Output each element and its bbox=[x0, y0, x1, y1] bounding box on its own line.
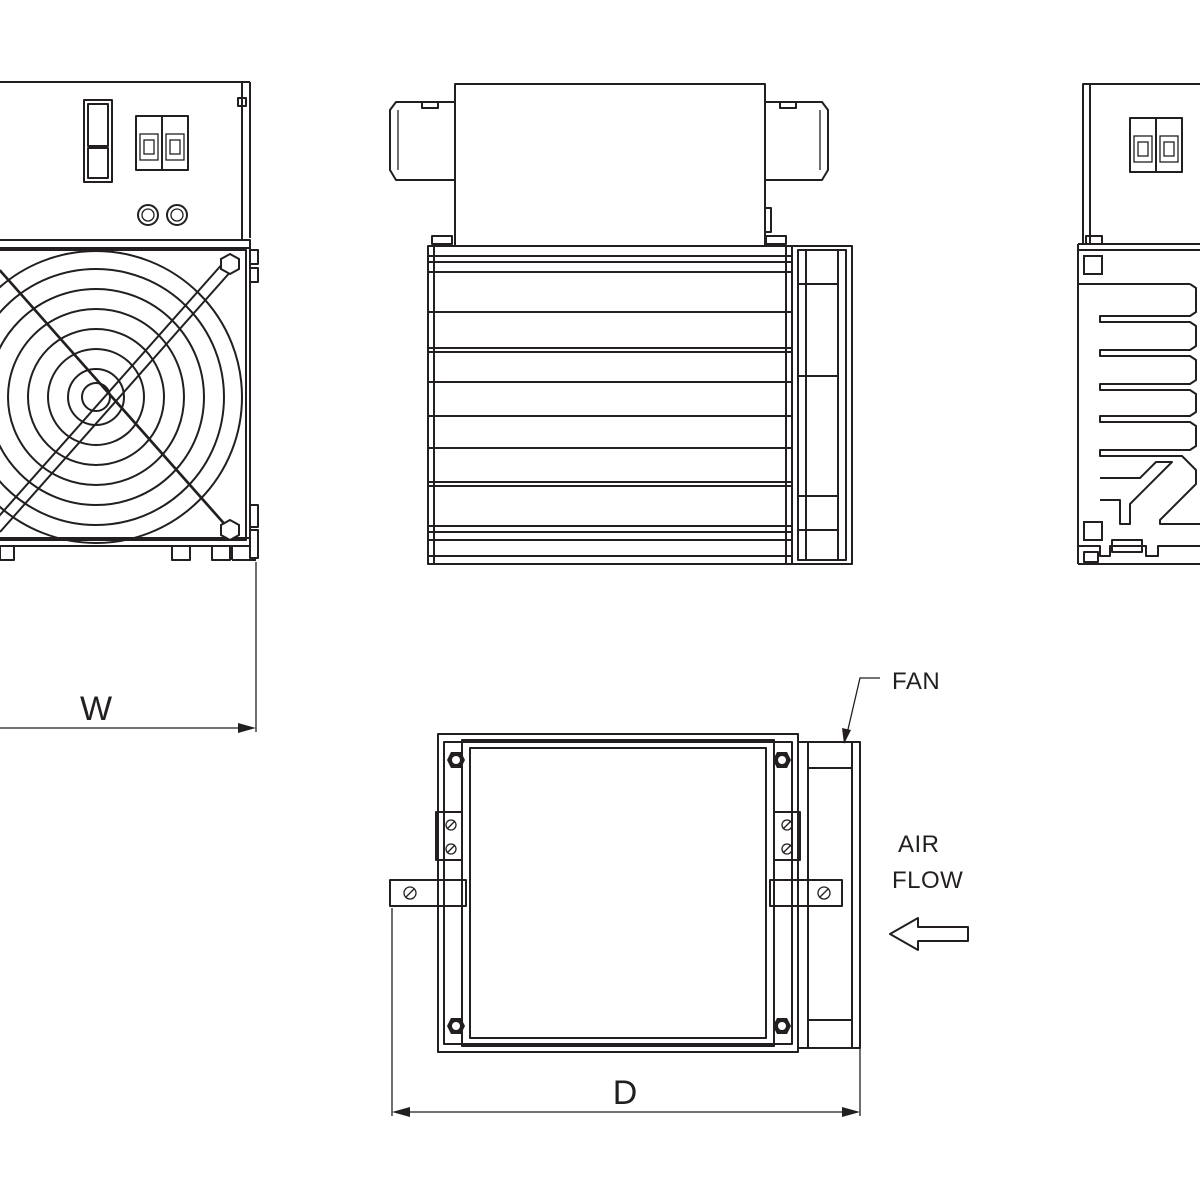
heatsink-profile-icon bbox=[1099, 283, 1200, 525]
indicator-lights-icon bbox=[137, 204, 188, 226]
depth-dimension: D bbox=[391, 908, 861, 1117]
mounting-brackets-icon bbox=[435, 811, 801, 861]
air-flow-arrow-icon bbox=[889, 917, 969, 951]
air-flow-callout: AIR FLOW bbox=[889, 831, 969, 951]
fan-label: FAN bbox=[892, 668, 940, 695]
circuit-breaker-icon bbox=[83, 99, 113, 183]
air-flow-label-line2: FLOW bbox=[892, 867, 963, 894]
front-view: W bbox=[0, 81, 259, 733]
corner-bolts-icon bbox=[447, 752, 791, 1034]
width-dimension: W bbox=[0, 562, 257, 733]
air-flow-label-line1: AIR bbox=[898, 831, 940, 858]
side-view bbox=[389, 83, 853, 565]
fan-grille-icon bbox=[0, 250, 243, 544]
terminal-block-icon bbox=[1129, 117, 1183, 173]
terminal-bars-icon bbox=[389, 879, 843, 907]
heatsink-icon bbox=[427, 245, 793, 565]
depth-label: D bbox=[613, 1074, 638, 1112]
terminal-block-icon bbox=[135, 115, 189, 171]
top-view: FAN AIR FLOW D bbox=[389, 668, 969, 1117]
top-fan-icon bbox=[797, 741, 861, 1049]
fan-callout: FAN bbox=[842, 668, 940, 744]
profile-view bbox=[1077, 83, 1200, 565]
side-fan-icon bbox=[791, 245, 853, 565]
width-label: W bbox=[80, 690, 112, 728]
